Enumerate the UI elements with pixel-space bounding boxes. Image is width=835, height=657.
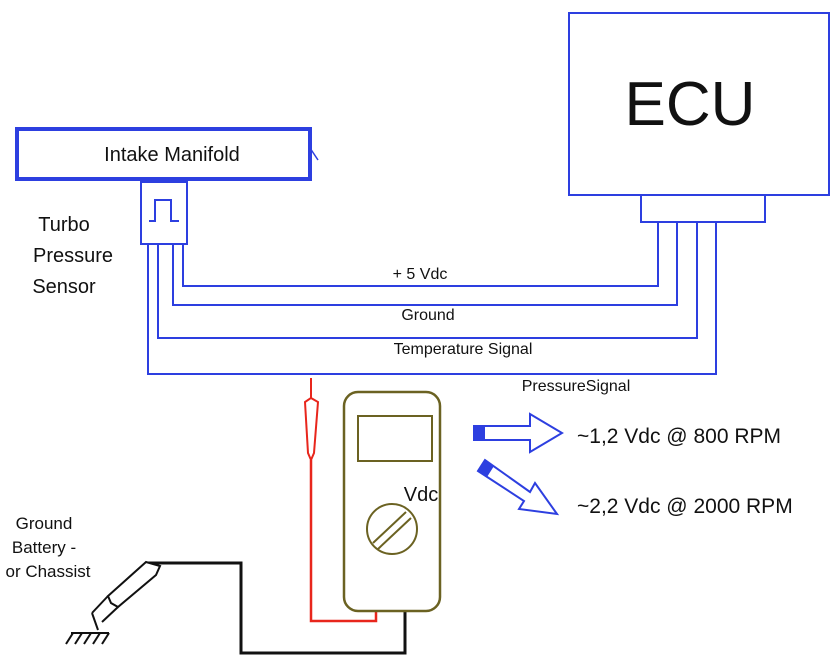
reading-high-label: ~2,2 Vdc @ 2000 RPM [577,495,793,518]
multimeter-icon [342,390,442,613]
multimeter-display [357,415,433,462]
wire-ground-label: Ground [401,307,454,324]
arrow-right-icon [473,412,564,454]
wire-5v [182,222,659,287]
ground-label-line1: Ground [16,514,73,533]
intake-manifold-label: Intake Manifold [104,144,240,166]
ground-symbol-icon [65,632,110,645]
intake-manifold-tick [309,147,319,161]
arrow-down-right-icon [476,458,560,516]
multimeter-dial-pointer-a [372,511,407,544]
wire-ground [172,222,678,306]
red-lead [309,460,378,623]
ecu-connector [640,194,766,223]
wire-temperature [157,222,698,339]
wire-temperature-label: Temperature Signal [394,341,533,358]
ecu-box [568,12,830,196]
sensor-label-line3: Sensor [32,276,96,298]
sensor-label-line2: Pressure [33,245,113,267]
ground-label-line2: Battery - [12,538,76,557]
ecu-module: ECU [568,12,830,223]
ecu-label: ECU [625,70,756,139]
multimeter-dial-pointer-b [377,517,412,550]
sensor-wires [147,222,717,375]
multimeter-unit-label: Vdc [404,484,438,506]
pressure-sensor-icon [140,181,188,245]
intake-manifold: Intake Manifold [15,127,319,181]
ground-probe [91,560,162,631]
ground-label: Ground Battery - or Chassist [5,514,90,581]
wire-5v-label: + 5 Vdc [393,266,448,283]
reading-low-label: ~1,2 Vdc @ 800 RPM [577,425,781,448]
ground-label-line3: or Chassist [5,562,90,581]
intake-manifold-box [15,127,312,181]
sensor-label: Turbo Pressure Sensor [32,214,113,298]
wire-pressure [147,222,717,375]
probe-icon [303,378,320,463]
multimeter-dial [366,503,418,555]
sensor-label-line1: Turbo [38,214,90,236]
wire-pressure-label: PressureSignal [522,378,631,395]
